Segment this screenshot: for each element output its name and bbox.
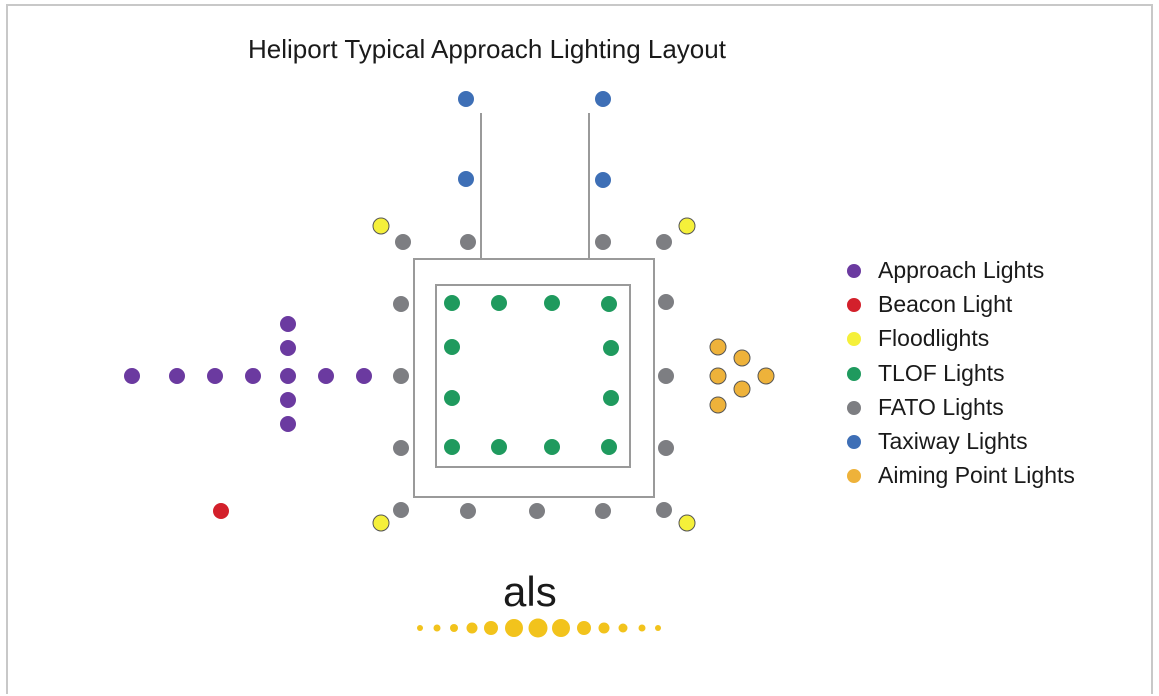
legend-label: Aiming Point Lights [878,462,1075,489]
fato-light [460,503,476,519]
brand-dot [638,624,646,632]
legend-label: TLOF Lights [878,359,1005,386]
floodlight [372,514,390,532]
taxiway-light [458,91,474,107]
brand-dot [618,623,628,633]
legend-swatch [847,298,861,313]
approach-light [207,368,223,384]
approach-light [280,316,296,332]
tlof-light [601,439,617,455]
fato-light [595,234,611,250]
fato-light [460,234,476,250]
fato-light [658,294,674,310]
fato-light [656,234,672,250]
tlof-light [603,340,619,356]
legend-swatch [847,332,861,347]
tlof-outline [435,284,631,468]
legend-label: Floodlights [878,325,990,352]
fato-light [658,440,674,456]
fato-outline [413,258,655,498]
lights-layer [124,91,775,532]
brand-dot [528,618,548,638]
brand-dot [484,621,498,635]
approach-light [280,368,296,384]
approach-light [280,416,296,432]
aiming-point-light [709,338,727,356]
aiming-point-light [709,367,727,385]
brand-dot [552,619,570,637]
tlof-light [544,439,560,455]
tlof-light [491,295,507,311]
floodlight [678,514,696,532]
approach-light [169,368,185,384]
fato-light [393,440,409,456]
brand-dot [577,621,591,635]
figure-frame [6,4,1153,694]
aiming-point-light [733,380,751,398]
legend-label: FATO Lights [878,393,1004,420]
legend-swatch [847,366,861,381]
fato-light [393,296,409,312]
approach-light [124,368,140,384]
legend-swatch [847,434,861,449]
fato-light [658,368,674,384]
brand-dot [433,624,441,632]
fato-light [595,503,611,519]
fato-light [393,502,409,518]
legend-label: Beacon Light [878,291,1013,318]
brand-logo-text: als [503,568,557,615]
tlof-light [601,296,617,312]
taxiway-light [595,91,611,107]
brand-dot [655,625,661,631]
floodlight [372,217,390,235]
diagram-title: Heliport Typical Approach Lighting Layou… [248,34,726,64]
brand-dot [505,619,523,637]
brand-dot [466,622,478,634]
floodlight [678,217,696,235]
brand-dot [450,624,458,632]
legend-swatch [847,469,861,484]
legend-label: Taxiway Lights [878,427,1028,454]
pad-outlines [413,113,655,498]
tlof-light [444,390,460,406]
fato-light [529,503,545,519]
approach-light [356,368,372,384]
legend-label: Approach Lights [878,257,1045,283]
legend-swatch [847,264,861,278]
tlof-light [444,339,460,355]
brand-dots [417,618,661,638]
aiming-point-light [733,349,751,367]
approach-light [318,368,334,384]
taxiway-light [458,171,474,187]
fato-light [656,502,672,518]
taxiway-light [595,172,611,188]
approach-light [280,340,296,356]
tlof-light [444,295,460,311]
legend-swatch [847,400,861,415]
fato-light [393,368,409,384]
tlof-light [444,439,460,455]
approach-light [280,392,296,408]
brand-dot [598,622,610,634]
tlof-light [544,295,560,311]
fato-light [395,234,411,250]
beacon-light [213,503,229,519]
aiming-point-light [757,367,775,385]
brand-dot [417,625,423,631]
approach-light [245,368,261,384]
tlof-light [491,439,507,455]
tlof-light [603,390,619,406]
aiming-point-light [709,396,727,414]
